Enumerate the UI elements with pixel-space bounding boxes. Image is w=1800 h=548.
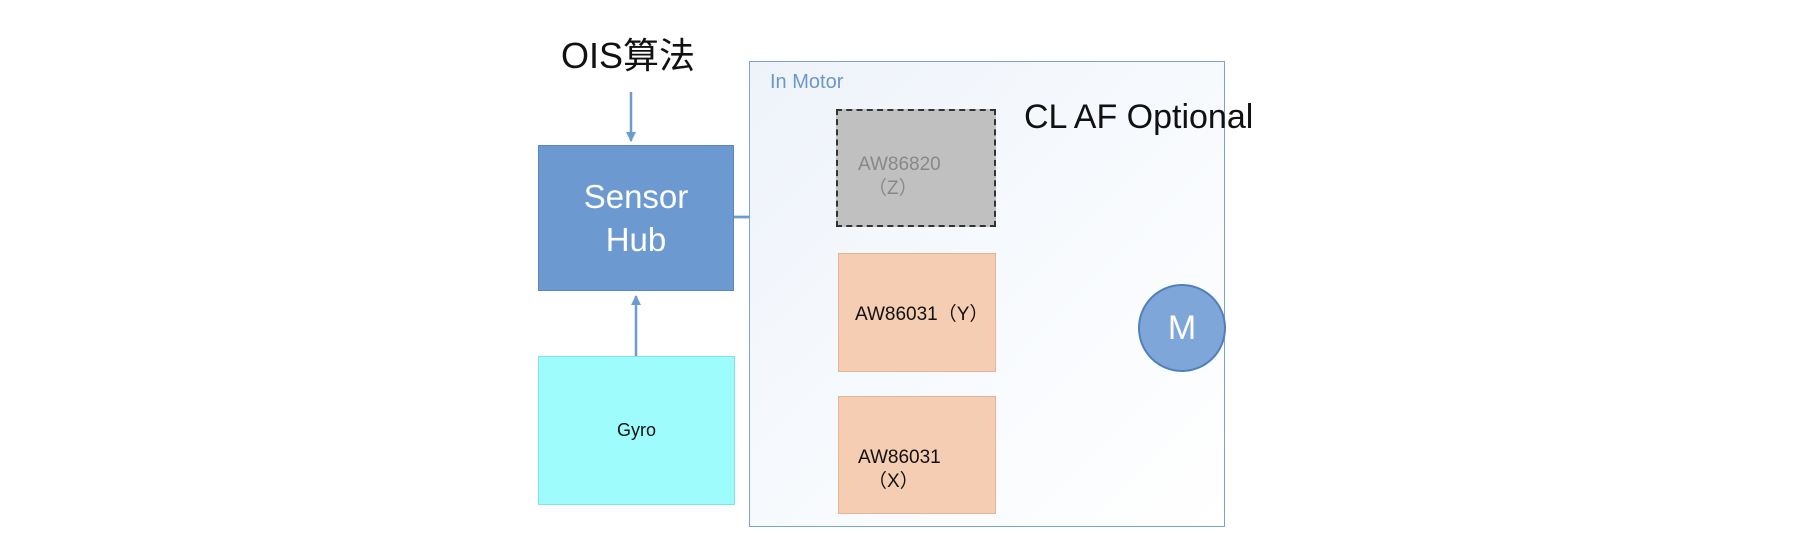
chip-x-line2: （X） [868, 471, 919, 492]
sensor-hub-block: Sensor Hub [538, 145, 734, 291]
gyro-label: Gyro [616, 420, 656, 440]
chip-aw86820-z: AW86820 （Z） [836, 109, 996, 227]
chip-aw86031-x: AW86031 （X） [838, 396, 996, 514]
chip-aw86031-y: AW86031（Y） [838, 253, 996, 372]
sensor-hub-line2: Hub [605, 221, 667, 258]
in-motor-label: In Motor [770, 71, 844, 93]
motor-circle: M [1138, 284, 1226, 372]
chip-x-line1: AW86031 [858, 447, 941, 468]
chip-y-label: AW86031（Y） [855, 304, 989, 325]
gyro-block: Gyro [538, 356, 735, 505]
motor-label: M [1167, 308, 1197, 347]
sensor-hub-line1: Sensor [583, 178, 689, 215]
chip-z-line2: （Z） [868, 178, 918, 199]
cl-af-optional-label: CL AF Optional [1024, 98, 1254, 136]
chip-z-line1: AW86820 [858, 154, 941, 175]
ois-algorithm-label: OIS算法 [561, 35, 696, 76]
